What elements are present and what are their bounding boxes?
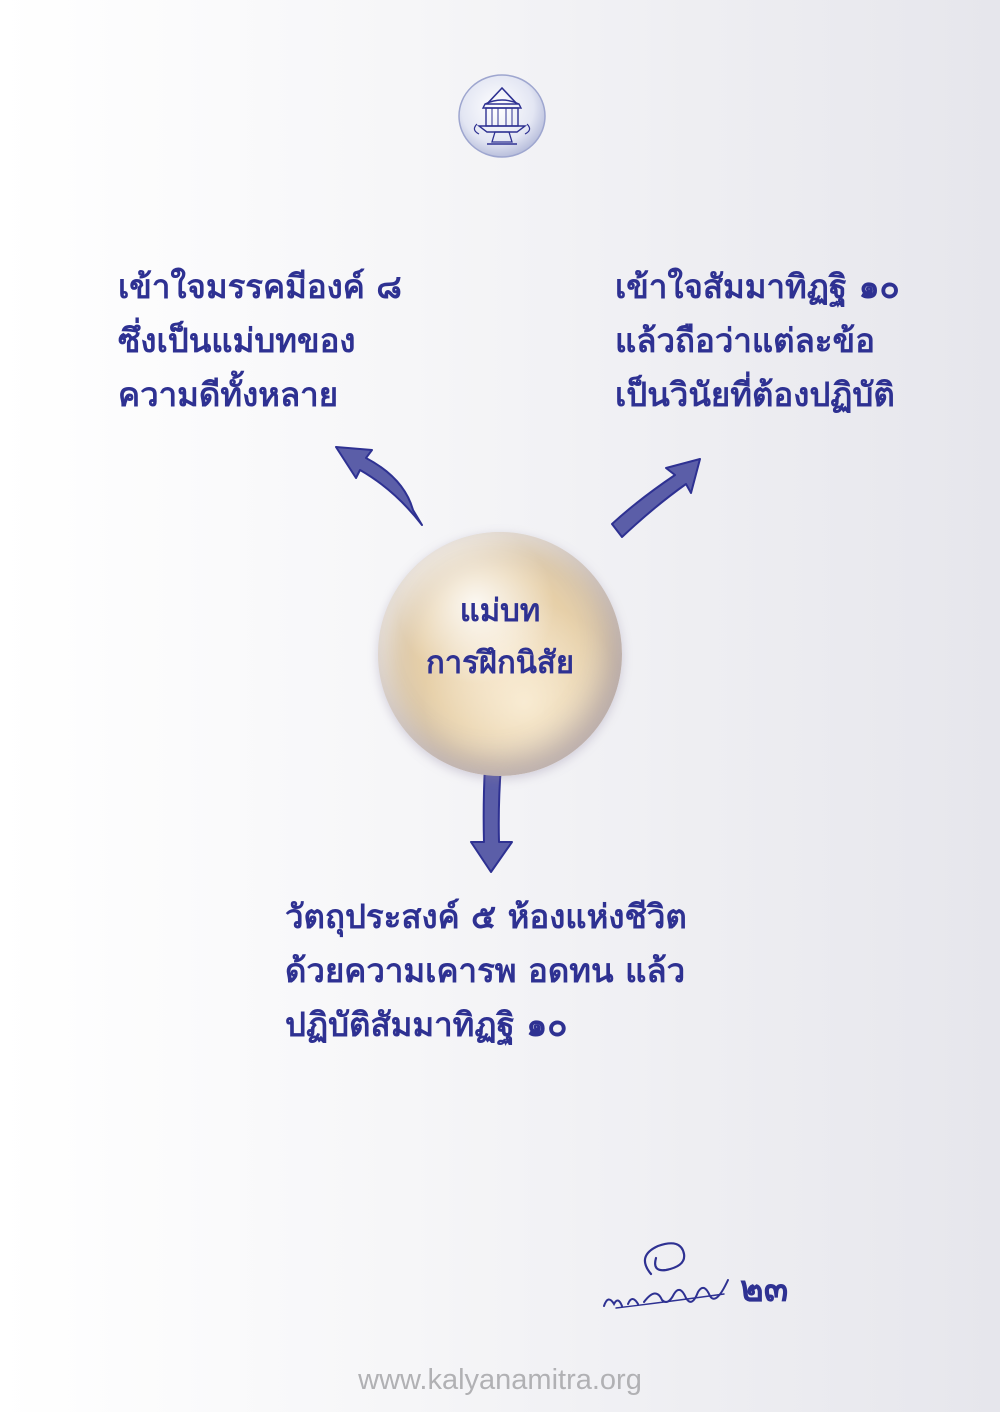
- left-line-2: ซึ่งเป็นแม่บทของ: [118, 321, 356, 360]
- left-line-1: เข้าใจมรรคมีองค์ ๘: [118, 267, 402, 306]
- right-line-3: เป็นวินัยที่ต้องปฏิบัติ: [615, 375, 895, 414]
- signature-icon: [603, 1242, 729, 1309]
- center-line-2: การฝึกนิสัย: [425, 645, 575, 681]
- text-block-right: เข้าใจสัมมาทิฏฐิ ๑๐ แล้วถือว่าแต่ละข้อ เ…: [615, 260, 900, 422]
- arrow-up-left-icon: [335, 446, 423, 526]
- center-text: แม่บท การฝึกนิสัย: [378, 585, 622, 689]
- website-url: www.kalyanamitra.org: [358, 1364, 642, 1396]
- left-line-3: ความดีทั้งหลาย: [118, 375, 339, 414]
- right-line-1: เข้าใจสัมมาทิฏฐิ ๑๐: [615, 267, 900, 306]
- right-line-2: แล้วถือว่าแต่ละข้อ: [615, 321, 875, 360]
- bottom-line-3: ปฏิบัติสัมมาทิฏฐิ ๑๐: [285, 1005, 568, 1044]
- center-line-1: แม่บท: [459, 593, 541, 629]
- arrow-up-right-icon: [611, 458, 701, 538]
- center-orb: [378, 532, 622, 776]
- page-number: ๒๓: [740, 1269, 789, 1310]
- arrow-down-icon: [470, 764, 513, 873]
- bottom-line-2: ด้วยความเคารพ อดทน แล้ว: [285, 951, 686, 990]
- text-block-left: เข้าใจมรรคมีองค์ ๘ ซึ่งเป็นแม่บทของ ความ…: [118, 260, 402, 422]
- text-block-bottom: วัตถุประสงค์ ๕ ห้องแห่งชีวิต ด้วยความเคา…: [285, 890, 687, 1052]
- temple-seal-logo: [458, 74, 546, 158]
- bottom-line-1: วัตถุประสงค์ ๕ ห้องแห่งชีวิต: [285, 897, 687, 936]
